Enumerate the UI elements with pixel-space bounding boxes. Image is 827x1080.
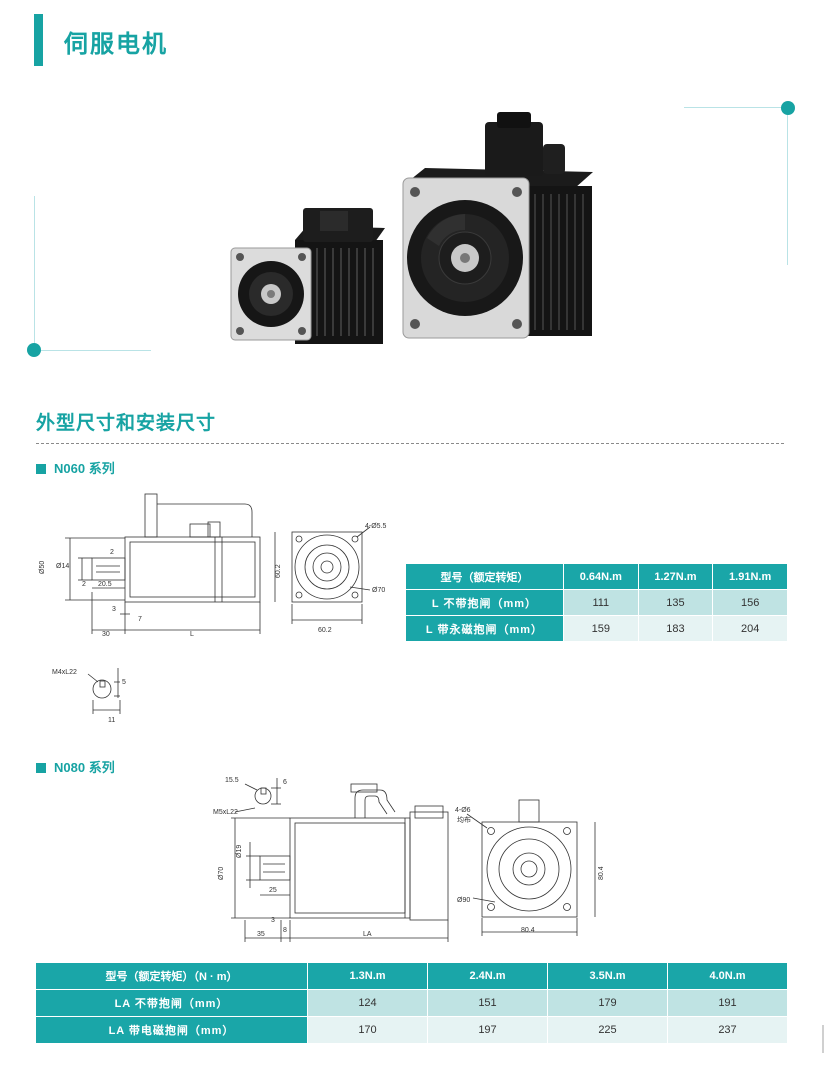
n080-series-heading: N080 系列 <box>36 757 115 776</box>
n080-dim-LA: LA <box>363 931 372 938</box>
n060-row1-val2: 135 <box>637 589 714 616</box>
n060-dim-L: L <box>190 631 194 638</box>
n080-header-col1: 1.3N.m <box>307 962 428 990</box>
n080-dimension-drawing: 15.5 6 M5xL22 Ø19 Ø70 25 3 35 8 LA 4-Ø6 … <box>213 777 605 942</box>
n060-dim-20-5: 20.5 <box>98 581 112 588</box>
deco-line-left <box>34 196 35 348</box>
series-square-icon <box>36 464 46 474</box>
deco-dot-left <box>27 343 41 357</box>
n060-dimension-drawing: Ø50 Ø14 2 2 20.5 3 7 30 L 4-Ø5.5 60.2 Ø7… <box>39 493 387 724</box>
n080-row1-label: LA 不带抱闸（mm） <box>35 989 308 1017</box>
n080-dim-d70: Ø70 <box>218 867 225 880</box>
small-servo-motor <box>230 208 385 344</box>
n080-dim-80-4-h: 80.4 <box>521 927 535 934</box>
n060-row1-val1: 111 <box>563 589 639 616</box>
n060-dim-2b: 2 <box>82 581 86 588</box>
n060-header-col3: 1.91N.m <box>712 563 788 590</box>
n060-row2-val2: 183 <box>637 615 714 642</box>
deco-dot-top <box>781 101 795 115</box>
deco-line-page-edge <box>822 1025 824 1053</box>
n080-dim-d19: Ø19 <box>236 845 243 858</box>
servo-motors-photo <box>230 112 593 344</box>
n080-dim-35: 35 <box>257 931 265 938</box>
n060-dim-screw: M4xL22 <box>52 669 77 676</box>
n080-spec-table: 型号（额定转矩）（N · m） 1.3N.m 2.4N.m 3.5N.m 4.0… <box>35 962 788 1044</box>
n080-row2-val1: 170 <box>307 1016 428 1044</box>
n080-header-col3: 3.5N.m <box>547 962 668 990</box>
n060-row2-val3: 204 <box>712 615 788 642</box>
large-servo-motor <box>402 112 593 339</box>
n060-dim-7: 7 <box>138 616 142 623</box>
n060-dim-d50: Ø50 <box>39 561 46 574</box>
n060-dim-60-2-h: 60.2 <box>318 627 332 634</box>
n080-dim-hole-note: 均布 <box>457 815 471 824</box>
n080-dim-80-4-v: 80.4 <box>598 866 605 880</box>
n060-header-model: 型号（额定转矩） <box>405 563 564 590</box>
n080-dim-15-5: 15.5 <box>225 777 239 784</box>
deco-line-right <box>787 115 788 265</box>
n080-dim-3: 3 <box>271 917 275 924</box>
n060-row1-val3: 156 <box>712 589 788 616</box>
n080-row2-val4: 237 <box>667 1016 788 1044</box>
table-row: LA 带电磁抱闸（mm） 170 197 225 237 <box>35 1016 788 1044</box>
n080-dim-8: 8 <box>283 927 287 934</box>
n060-spec-table: 型号（额定转矩） 0.64N.m 1.27N.m 1.91N.m L 不带抱闸（… <box>405 563 788 642</box>
table-row: L 不带抱闸（mm） 111 135 156 <box>405 589 788 616</box>
n060-dim-11: 11 <box>108 717 115 724</box>
n060-dim-2a: 2 <box>110 549 114 556</box>
n080-dim-hole: 4-Ø6 <box>455 807 471 814</box>
deco-line-top <box>684 107 788 108</box>
n060-row2-label: L 带永磁抱闸（mm） <box>405 615 564 642</box>
n060-dim-5: 5 <box>122 679 126 686</box>
n080-row1-val4: 191 <box>667 989 788 1017</box>
n080-series-label: N080 系列 <box>54 760 115 775</box>
n060-dim-d70: Ø70 <box>372 587 385 594</box>
n060-table-header: 型号（额定转矩） 0.64N.m 1.27N.m 1.91N.m <box>405 563 788 590</box>
n080-dim-d90: Ø90 <box>457 897 470 904</box>
n080-table-header: 型号（额定转矩）（N · m） 1.3N.m 2.4N.m 3.5N.m 4.0… <box>35 962 788 990</box>
n060-series-label: N060 系列 <box>54 461 115 476</box>
n080-row2-val3: 225 <box>547 1016 668 1044</box>
n080-header-model: 型号（额定转矩）（N · m） <box>35 962 308 990</box>
n060-dim-30: 30 <box>102 631 110 638</box>
n060-row2-val1: 159 <box>563 615 639 642</box>
n080-row1-val3: 179 <box>547 989 668 1017</box>
table-row: L 带永磁抱闸（mm） 159 183 204 <box>405 615 788 642</box>
n080-row2-val2: 197 <box>427 1016 548 1044</box>
series-square-icon <box>36 763 46 773</box>
n080-row2-label: LA 带电磁抱闸（mm） <box>35 1016 308 1044</box>
n060-dim-3: 3 <box>112 606 116 613</box>
n080-row1-val1: 124 <box>307 989 428 1017</box>
title-accent-bar <box>34 14 43 66</box>
n080-row1-val2: 151 <box>427 989 548 1017</box>
n060-series-heading: N060 系列 <box>36 458 115 477</box>
n060-header-col2: 1.27N.m <box>637 563 714 590</box>
page-title: 伺服电机 <box>64 31 168 58</box>
section-divider <box>36 443 784 444</box>
n080-header-col2: 2.4N.m <box>427 962 548 990</box>
n060-row1-label: L 不带抱闸（mm） <box>405 589 564 616</box>
n080-dim-25: 25 <box>269 887 277 894</box>
n080-dim-screw: M5xL22 <box>213 809 238 816</box>
n080-header-col4: 4.0N.m <box>667 962 788 990</box>
table-row: LA 不带抱闸（mm） 124 151 179 191 <box>35 989 788 1017</box>
n060-header-col1: 0.64N.m <box>563 563 639 590</box>
n080-dim-6a: 6 <box>283 779 287 786</box>
n060-dim-hole: 4-Ø5.5 <box>365 523 387 530</box>
n060-dim-d14: Ø14 <box>56 563 69 570</box>
section-title: 外型尺寸和安装尺寸 <box>36 413 217 434</box>
n060-dim-60-2-v: 60.2 <box>275 564 282 578</box>
deco-line-bottom <box>41 350 151 351</box>
